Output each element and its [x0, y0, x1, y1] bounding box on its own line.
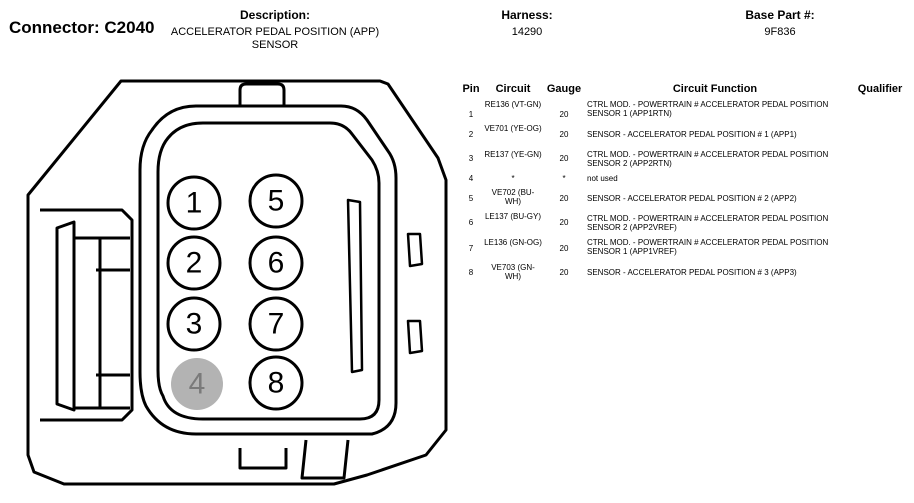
pin-label: 3 — [186, 308, 203, 341]
gauge-cell: 20 — [559, 130, 569, 139]
pin-4-unused: 4 — [171, 358, 223, 410]
pin-6: 6 — [248, 235, 304, 291]
circuit-function-cell: CTRL MOD. - POWERTRAIN # ACCELERATOR PED… — [587, 238, 829, 256]
circuit-cell: LE136 (GN-OG) — [484, 238, 542, 247]
harness-value: 14290 — [511, 26, 543, 38]
circuit-function-cell: CTRL MOD. - POWERTRAIN # ACCELERATOR PED… — [587, 214, 829, 232]
circuit-cell: VE702 (BU-WH) — [491, 188, 535, 206]
circuit-cell: RE136 (VT-GN) — [484, 100, 542, 109]
pin-8: 8 — [248, 355, 304, 411]
connector-left-latch — [40, 208, 134, 422]
connector-inner-face — [138, 104, 398, 436]
harness-label: Harness: — [501, 8, 553, 22]
circuit-function-cell: CTRL MOD. - POWERTRAIN # ACCELERATOR PED… — [587, 100, 829, 118]
gauge-cell: 20 — [559, 268, 569, 277]
pin-cell: 7 — [468, 244, 474, 253]
pin-label: 4 — [189, 368, 206, 401]
circuit-function-cell: SENSOR - ACCELERATOR PEDAL POSITION # 2 … — [587, 194, 797, 203]
gauge-cell: 20 — [559, 154, 569, 163]
pin-5: 5 — [248, 173, 304, 229]
pin-cell: 2 — [468, 130, 474, 139]
qualifier-column-header: Qualifier — [857, 83, 903, 95]
pin-1: 1 — [166, 175, 222, 231]
pin-cell: 8 — [468, 268, 474, 277]
pin-7: 7 — [248, 296, 304, 352]
circuit-function-cell: not used — [587, 174, 618, 183]
circuit-cell: LE137 (BU-GY) — [484, 212, 542, 221]
gauge-column-header: Gauge — [546, 83, 582, 95]
base-part-label: Base Part #: — [745, 8, 815, 22]
connector-title: Connector: C2040 — [9, 18, 155, 37]
circuit-function-cell: CTRL MOD. - POWERTRAIN # ACCELERATOR PED… — [587, 150, 829, 168]
pin-label: 8 — [268, 367, 285, 400]
circuit-function-cell: SENSOR - ACCELERATOR PEDAL POSITION # 3 … — [587, 268, 797, 277]
gauge-cell: 20 — [559, 244, 569, 253]
circuit-function-column-header: Circuit Function — [672, 83, 758, 95]
pin-cell: 4 — [468, 174, 474, 183]
pin-cell: 5 — [468, 194, 474, 203]
pin-cavity-area — [156, 121, 381, 421]
circuit-cell: * — [511, 174, 515, 183]
circuit-cell: VE701 (YE-OG) — [484, 124, 542, 133]
pin-cell: 1 — [468, 110, 474, 119]
gauge-cell: 20 — [559, 110, 569, 119]
pin-cell: 6 — [468, 218, 474, 227]
pin-label: 2 — [186, 247, 203, 280]
circuit-cell: RE137 (YE-GN) — [484, 150, 542, 159]
gauge-cell: 20 — [559, 194, 569, 203]
pin-label: 6 — [268, 247, 285, 280]
circuit-function-cell: SENSOR - ACCELERATOR PEDAL POSITION # 1 … — [587, 130, 797, 139]
pin-column-header: Pin — [462, 83, 480, 95]
description-value: ACCELERATOR PEDAL POSITION (APP) SENSOR — [170, 26, 380, 51]
pin-2: 2 — [166, 235, 222, 291]
base-part-value: 9F836 — [764, 26, 796, 38]
gauge-cell: * — [562, 174, 566, 183]
description-label: Description: — [239, 8, 310, 22]
circuit-column-header: Circuit — [495, 83, 531, 95]
circuit-cell: VE703 (GN-WH) — [491, 263, 535, 281]
pin-cell: 3 — [468, 154, 474, 163]
pin-label: 7 — [268, 308, 285, 341]
gauge-cell: 20 — [559, 218, 569, 227]
pin-label: 5 — [268, 185, 285, 218]
pin-3: 3 — [166, 296, 222, 352]
pin-label: 1 — [186, 187, 203, 220]
connector-outer-housing — [26, 79, 448, 486]
